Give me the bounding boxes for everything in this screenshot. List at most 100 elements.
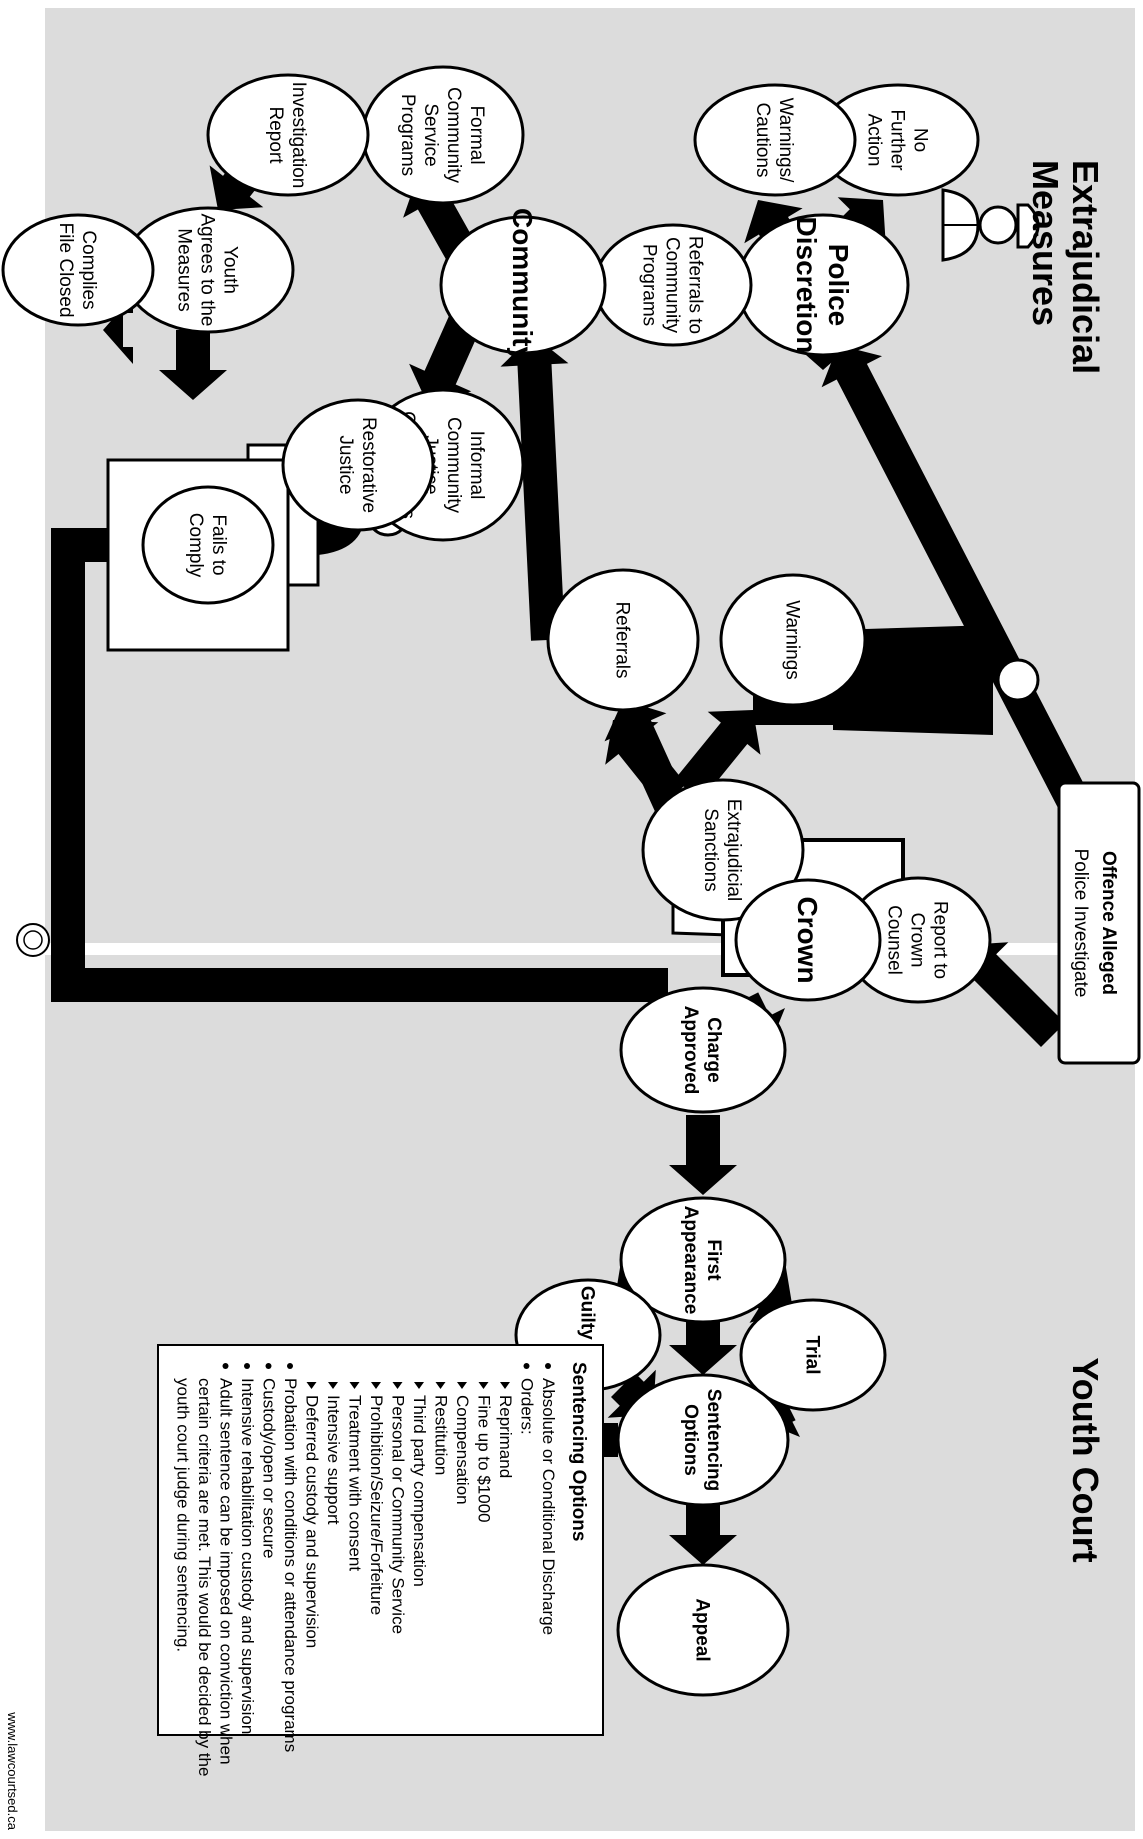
node-label: Cautions	[752, 103, 773, 178]
node-ellipse	[693, 83, 857, 197]
node-ellipse	[616, 1373, 790, 1507]
node-ellipse	[281, 398, 435, 532]
node-warnings: Warnings	[719, 573, 867, 707]
police-officer-icon	[941, 188, 1040, 262]
node-label: Programs	[638, 244, 659, 326]
node-label: Referrals	[611, 601, 632, 678]
node-label: Community	[443, 87, 464, 184]
sentencing-item: Treatment with consent	[346, 1395, 365, 1571]
offence-alleged-subtitle: Police Investigate	[1070, 849, 1091, 998]
node-label: Police	[823, 244, 854, 326]
sentencing-item: Fine up to $1000	[475, 1395, 494, 1523]
node-ellipse	[546, 568, 700, 712]
sentencing-options-box: Sentencing Options Absolute or Conditiona…	[157, 1344, 604, 1776]
node-label: Justice	[335, 435, 356, 494]
node-label: Crown	[792, 896, 823, 983]
sentencing-item: Absolute or Conditional Discharge	[539, 1378, 558, 1635]
node-label: Appeal	[691, 1598, 712, 1661]
node-label: Community	[661, 237, 682, 334]
node-label: Sanctions	[700, 808, 721, 891]
bullet-icon	[523, 1363, 530, 1369]
node-label: Service	[420, 103, 441, 166]
sentencing-item: Third party compensation	[410, 1395, 429, 1587]
bullet-icon	[265, 1363, 272, 1369]
node-label: Trial	[801, 1335, 822, 1374]
sentencing-item: Adult sentence can be imposed on convict…	[217, 1378, 236, 1765]
offence-alleged-box	[1057, 781, 1141, 1065]
extrajudicial-title-line-2: Measures	[1025, 160, 1066, 326]
node-label: Agrees to the	[196, 213, 217, 326]
node-label: File Closed	[55, 222, 76, 317]
node-label: Discretion	[791, 217, 822, 354]
arrow-bullet-icon	[349, 1382, 360, 1389]
node-label: Appearance	[680, 1206, 701, 1315]
node-label: Comply	[185, 513, 206, 578]
arrow-bullet-icon	[371, 1382, 381, 1389]
bullet-icon	[244, 1363, 250, 1369]
node-label: Youth	[219, 246, 240, 294]
sentencing-item: Reprimand	[496, 1395, 515, 1478]
arrow-bullet-icon	[414, 1382, 424, 1389]
sentencing-title: Sentencing Options	[568, 1362, 589, 1541]
node-label: Complies	[78, 230, 99, 309]
node-label: First	[703, 1239, 724, 1281]
node-ellipse	[206, 73, 370, 197]
node-ellipse	[141, 485, 275, 605]
node-ellipse	[719, 573, 867, 707]
arrow-bullet-icon	[457, 1382, 467, 1389]
bullet-icon	[222, 1363, 229, 1369]
node-label: Further	[886, 109, 907, 171]
node-warnings-cautions: Warnings/Cautions	[693, 83, 857, 197]
node-label: Warnings	[781, 600, 802, 680]
node-ellipse	[734, 878, 882, 1002]
sentencing-item: Intensive support	[324, 1395, 343, 1525]
bullet-icon	[545, 1363, 551, 1369]
sentencing-item: Deferred custody and supervision	[303, 1395, 322, 1648]
flow-arrow	[669, 1320, 737, 1375]
node-label: Referrals to	[684, 236, 705, 334]
node-label: Extrajudicial	[723, 799, 744, 901]
node-ellipse	[619, 1196, 787, 1324]
bullet-icon	[287, 1363, 293, 1369]
sentencing-item: Compensation	[453, 1395, 472, 1505]
flow-arrow	[159, 330, 227, 400]
sentencing-item: certain criteria are met. This would be …	[195, 1378, 214, 1776]
node-label: Options	[680, 1404, 701, 1476]
extrajudicial-title-line-1: Extrajudicial	[1065, 160, 1106, 374]
node-label: Warnings/	[775, 98, 796, 184]
node-label: Counsel	[883, 905, 904, 975]
node-crown: Crown	[734, 878, 882, 1002]
sentencing-item: Intensive rehabilitation custody and sup…	[238, 1378, 257, 1734]
node-label: Charge	[703, 1017, 724, 1082]
flow-arrow	[960, 942, 1065, 1047]
arrow-bullet-icon	[500, 1382, 510, 1389]
court-seal-icon	[16, 923, 50, 957]
sentencing-item: Orders:	[518, 1378, 537, 1435]
node-label: No	[909, 128, 930, 152]
node-ellipse	[1, 213, 155, 327]
node-ellipse	[616, 1563, 790, 1697]
footer-url: www.lawcourtsed.ca	[5, 1711, 20, 1831]
node-label: Community	[443, 417, 464, 514]
node-ellipse	[641, 778, 805, 922]
node-label: Approved	[680, 1006, 701, 1095]
node-ellipse	[739, 1298, 887, 1412]
node-label: Measures	[173, 228, 194, 311]
node-label: Programs	[397, 94, 418, 176]
node-community: Community	[439, 208, 607, 362]
node-label: Fails to	[208, 514, 229, 575]
node-label: Community	[507, 208, 538, 362]
